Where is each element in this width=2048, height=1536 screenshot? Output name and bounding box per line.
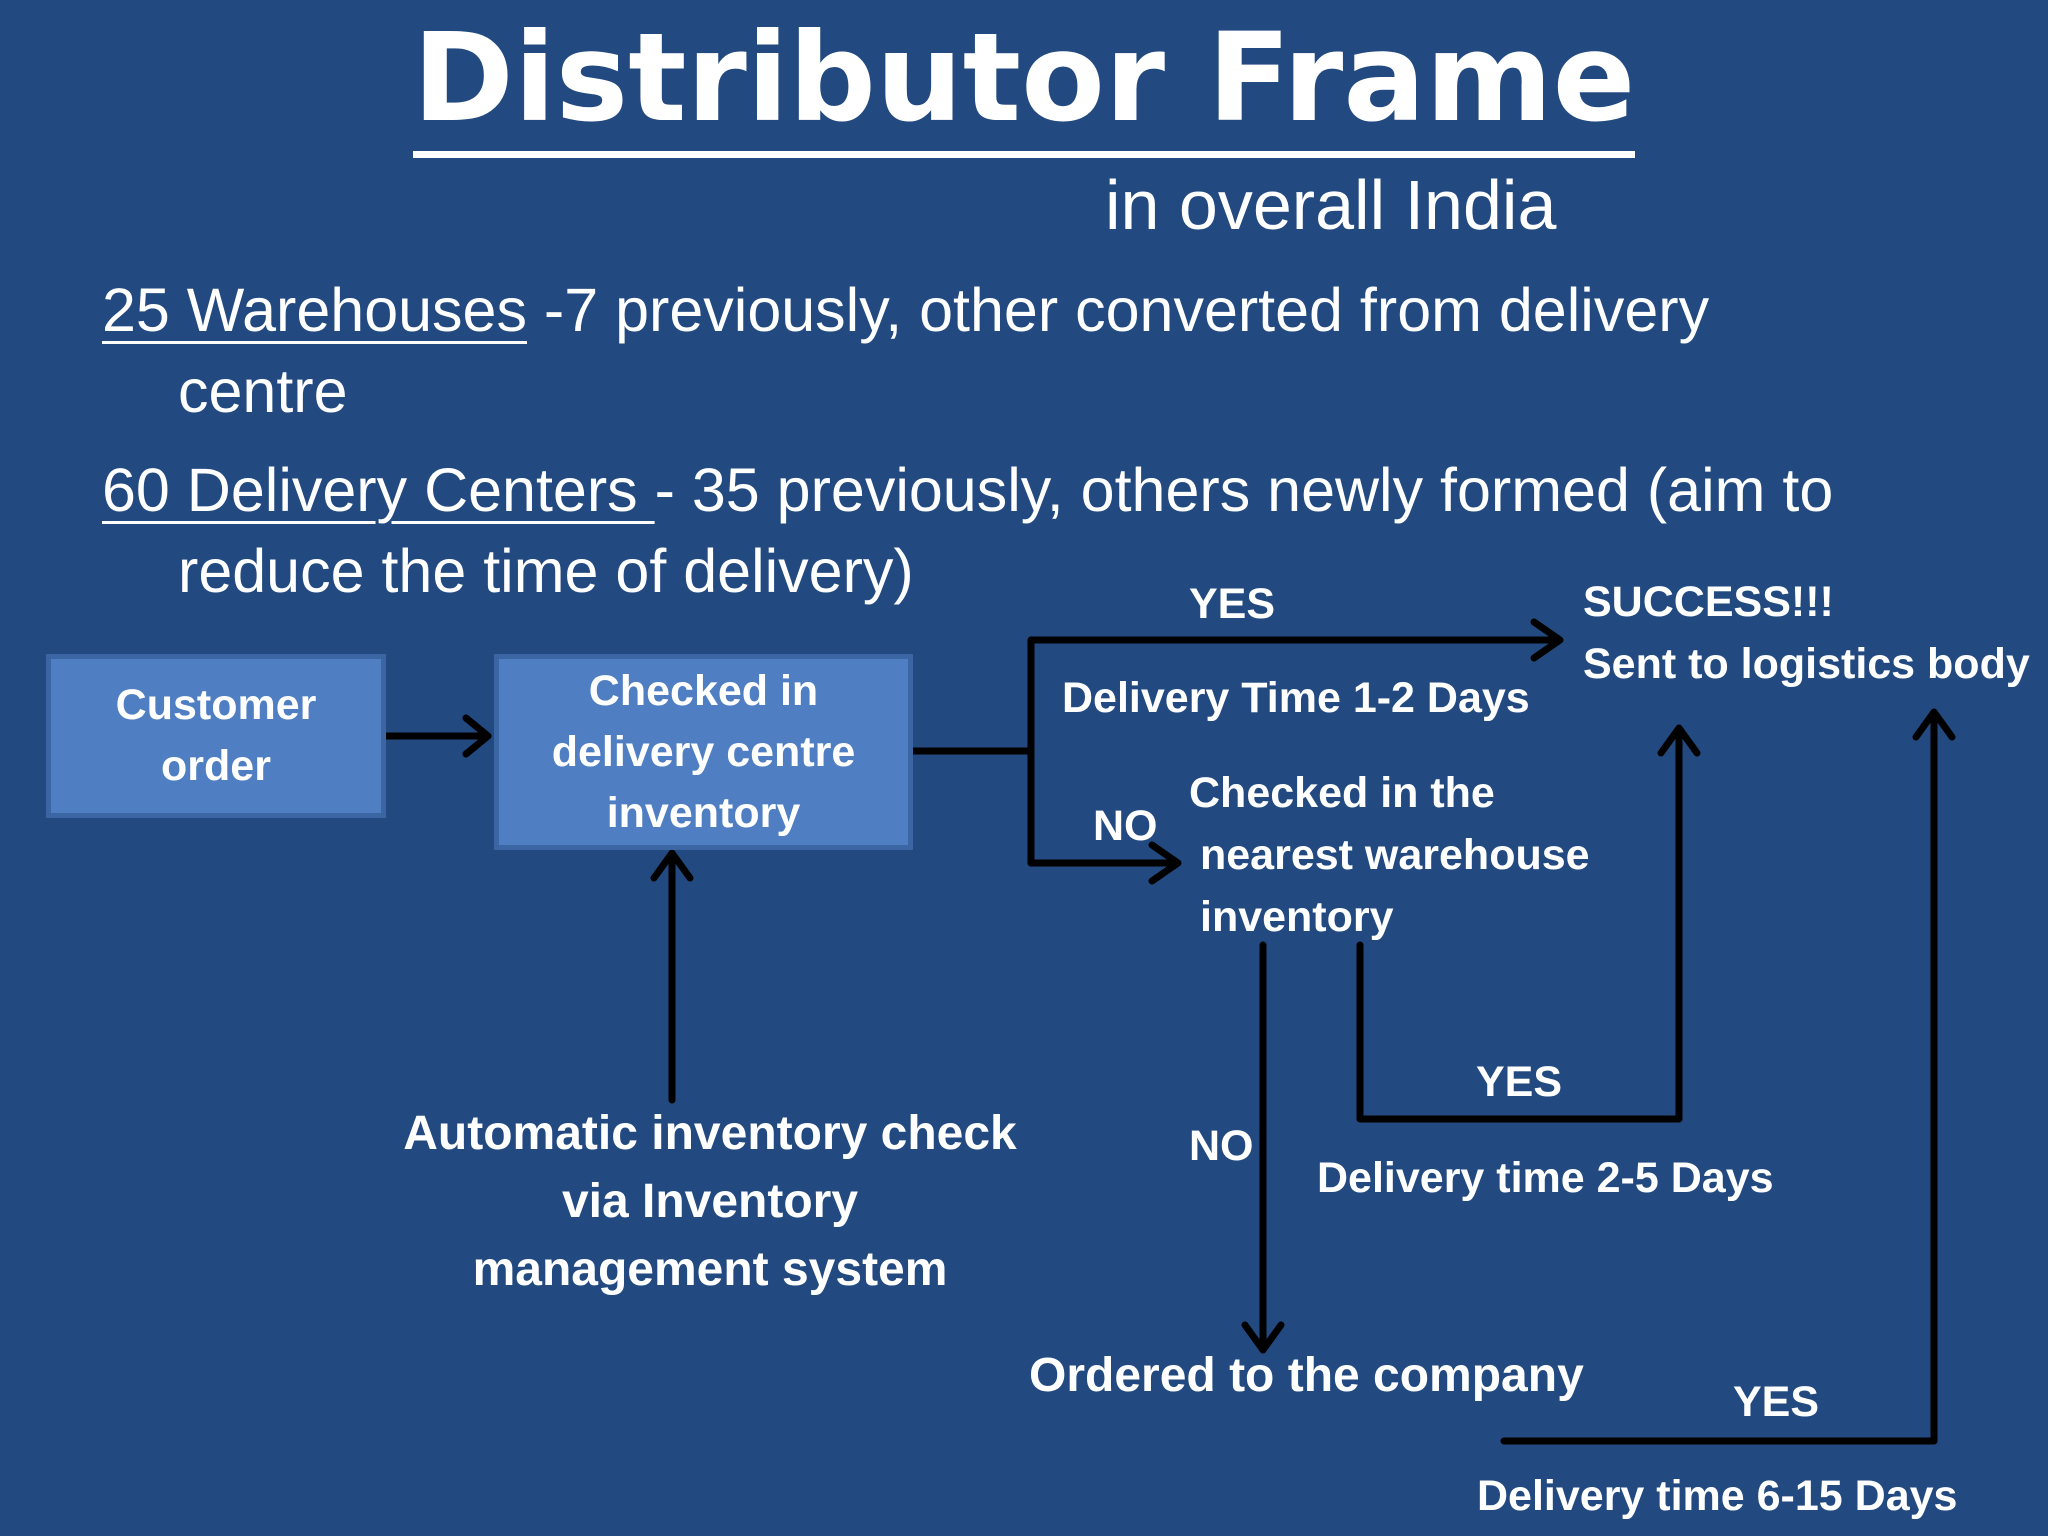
bullet-delivery-centers: 60 Delivery Centers - 35 previously, oth… xyxy=(102,450,1833,530)
delivery-time-2-label: Delivery time 2-5 Days xyxy=(1317,1154,1774,1202)
slide-subtitle: in overall India xyxy=(1105,166,1557,244)
auto-check-line1: Automatic inventory check xyxy=(403,1107,1017,1160)
arrow-warehouse-yes-to-success xyxy=(1356,724,1701,1123)
arrow-autocheck-to-box xyxy=(650,849,694,1104)
checked-dc-line3: inventory xyxy=(606,788,801,837)
slide-title-text: Distributor Frame xyxy=(412,7,1636,158)
arrow-no-to-warehouse xyxy=(1027,841,1182,885)
arrow-company-yes-to-success xyxy=(1500,708,1956,1445)
arrow-order-to-check xyxy=(382,714,492,758)
no-label-1: NO xyxy=(1093,802,1158,850)
auto-inventory-check-label: Automatic inventory check via Inventory … xyxy=(360,1100,1060,1304)
checked-warehouse-line1: Checked in the xyxy=(1189,769,1495,817)
checked-dc-line2: delivery centre xyxy=(551,727,856,776)
checked-dc-line1: Checked in xyxy=(588,666,819,715)
bullet-delivery-centers-text: - 35 previously, others newly formed (ai… xyxy=(654,456,1834,524)
yes-label-2: YES xyxy=(1476,1058,1563,1106)
auto-check-line2: via Inventory xyxy=(561,1175,859,1228)
bullet-warehouses-lead: 25 Warehouses xyxy=(102,276,527,344)
success-line2: Sent to logistics body xyxy=(1583,640,2030,688)
customer-order-line2: order xyxy=(161,742,271,790)
checked-warehouse-line3: inventory xyxy=(1200,893,1394,941)
checked-delivery-centre-box: Checked in delivery centre inventory xyxy=(494,654,913,850)
customer-order-line1: Customer xyxy=(115,681,317,729)
slide-title: Distributor Frame xyxy=(0,7,2048,158)
bullet-warehouses: 25 Warehouses -7 previously, other conve… xyxy=(102,270,1709,350)
bullet-delivery-centers-lead: 60 Delivery Centers xyxy=(102,456,655,524)
yes-label-3: YES xyxy=(1733,1378,1820,1426)
bullet-warehouses-text: -7 previously, other converted from deli… xyxy=(526,276,1710,344)
auto-check-line3: management system xyxy=(472,1243,948,1296)
checked-warehouse-line2: nearest warehouse xyxy=(1200,831,1590,879)
delivery-time-1-label: Delivery Time 1-2 Days xyxy=(1062,674,1530,722)
delivery-time-3-label: Delivery time 6-15 Days xyxy=(1477,1472,1958,1520)
no-label-2: NO xyxy=(1189,1122,1254,1170)
bullet-delivery-centers-cont: reduce the time of delivery) xyxy=(178,537,914,605)
customer-order-box: Customer order xyxy=(46,654,386,818)
arrow-warehouse-no-to-company xyxy=(1241,941,1285,1354)
ordered-company-label: Ordered to the company xyxy=(1029,1349,1584,1402)
bullet-warehouses-cont: centre xyxy=(178,357,348,425)
arrow-yes-to-success xyxy=(1027,618,1564,662)
yes-label-1: YES xyxy=(1189,580,1276,628)
success-line1: SUCCESS!!! xyxy=(1583,578,1834,626)
